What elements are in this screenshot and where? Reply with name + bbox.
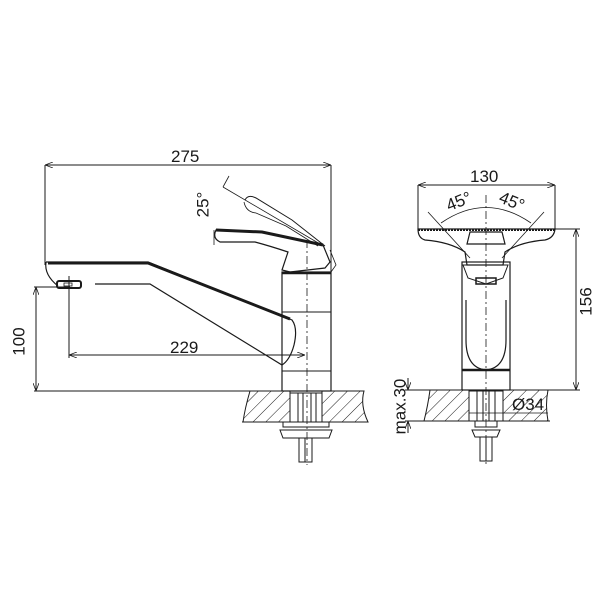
- dimension-156: [510, 228, 580, 391]
- label-deck-thickness: max.30: [390, 378, 410, 435]
- angle-25-marker: [213, 175, 321, 245]
- dimension-max30: [405, 378, 430, 433]
- label-front-width: 130: [470, 167, 499, 186]
- side-view: [34, 165, 369, 465]
- front-body: [461, 195, 511, 465]
- label-spout-height: 100: [9, 327, 29, 356]
- spout: [45, 261, 297, 366]
- front-view: [405, 185, 580, 465]
- label-front-height: 156: [576, 287, 596, 316]
- body: [281, 240, 332, 465]
- front-deck-section: [420, 389, 550, 462]
- label-overall-length: 275: [171, 147, 200, 166]
- deck-section: [242, 390, 369, 463]
- front-handle: [417, 228, 556, 285]
- handle: [214, 195, 337, 273]
- label-hole-diameter: Ø34: [512, 395, 545, 414]
- label-spout-reach: 229: [170, 338, 199, 357]
- label-handle-angle: 25°: [193, 191, 213, 218]
- dimension-130: [417, 185, 556, 230]
